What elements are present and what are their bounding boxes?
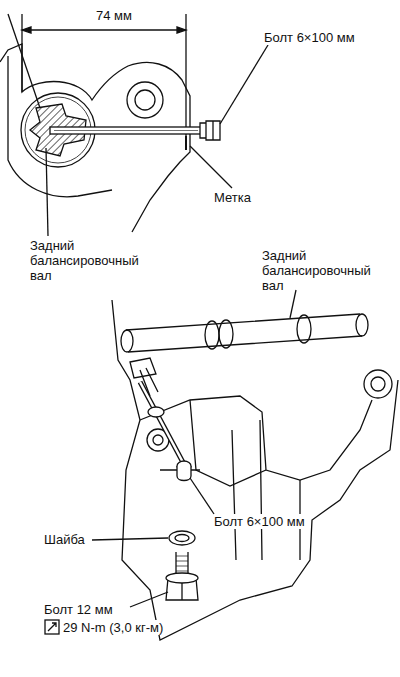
torque-label: 29 N-m (3,0 кг-м) — [63, 620, 223, 635]
bolt-label-text: Болт 12 мм — [44, 602, 113, 617]
bolt-label: Болт 12 мм — [44, 602, 154, 617]
bolt-label-text: Болт 6×100 мм — [214, 514, 305, 529]
torque-label-text: 29 N-m (3,0 кг-м) — [63, 620, 163, 635]
dimension-label-text: 74 мм — [96, 8, 132, 23]
washer-label-text: Шайба — [44, 532, 85, 547]
mark-label-text: Метка — [214, 190, 251, 205]
top-detail — [0, 14, 268, 236]
shaft-label: Задний балансировочный вал — [262, 248, 374, 293]
bolt-label: Болт 6×100 мм — [214, 514, 344, 529]
mark-label: Метка — [214, 190, 294, 205]
block-view — [92, 290, 398, 640]
shaft-label-text: Задний балансировочный вал — [30, 238, 139, 283]
shaft-label-text: Задний балансировочный вал — [262, 248, 371, 293]
dimension-label: 74 мм — [96, 8, 176, 23]
washer-label: Шайба — [44, 532, 104, 547]
bolt-label: Болт 6×100 мм — [264, 30, 394, 45]
bolt-label-text: Болт 6×100 мм — [264, 30, 355, 45]
torque-icon — [45, 620, 59, 634]
shaft-label: Задний балансировочный вал — [30, 238, 142, 283]
